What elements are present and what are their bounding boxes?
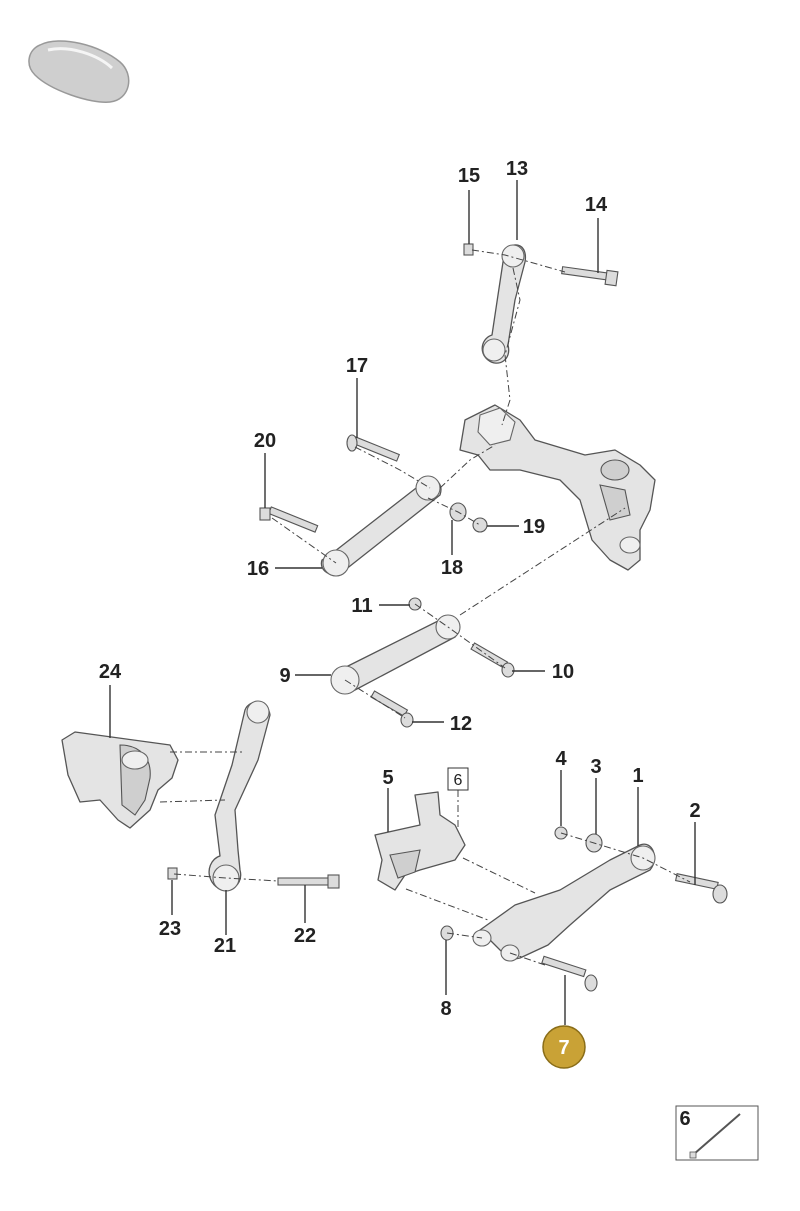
bolt-part-17 xyxy=(346,434,401,462)
inset-label: 6 xyxy=(679,1108,690,1130)
inset-part-6[interactable]: 6 xyxy=(675,1105,759,1161)
leader-lines xyxy=(109,180,696,1025)
bolt-part-2 xyxy=(674,873,728,904)
vehicle-thumbnail-icon xyxy=(28,40,130,103)
callout-16[interactable]: 16 xyxy=(247,558,269,580)
toe-link-part-9 xyxy=(330,614,461,695)
assembly-lines xyxy=(159,249,691,966)
callout-18[interactable]: 18 xyxy=(441,557,463,579)
callout-15[interactable]: 15 xyxy=(458,165,480,187)
callout-24[interactable]: 24 xyxy=(99,661,122,683)
callout-1[interactable]: 1 xyxy=(632,765,643,787)
callout-4[interactable]: 4 xyxy=(555,748,567,770)
callout-10[interactable]: 10 xyxy=(552,661,574,683)
callout-13[interactable]: 13 xyxy=(506,158,528,180)
callout-21[interactable]: 21 xyxy=(214,935,236,957)
highlighted-callout-7[interactable]: 7 xyxy=(542,1025,586,1069)
callout-12[interactable]: 12 xyxy=(450,713,472,735)
subframe-carrier xyxy=(459,404,656,571)
nut-part-15 xyxy=(463,243,474,256)
callout-22[interactable]: 22 xyxy=(294,925,316,947)
lower-control-arm-part-1 xyxy=(472,843,656,962)
bolt-part-22 xyxy=(277,874,340,889)
bracket-part-24 xyxy=(61,731,179,829)
boxed-reference-6[interactable]: 6 xyxy=(447,767,469,791)
nut-part-19 xyxy=(472,517,488,533)
callout-5[interactable]: 5 xyxy=(382,767,393,789)
callout-17[interactable]: 17 xyxy=(346,355,368,377)
bolt-part-20 xyxy=(259,506,319,533)
callout-8[interactable]: 8 xyxy=(440,998,451,1020)
callout-14[interactable]: 14 xyxy=(585,194,608,216)
callout-23[interactable]: 23 xyxy=(159,918,181,940)
callout-3[interactable]: 3 xyxy=(590,756,601,778)
bolt-part-14 xyxy=(561,266,619,287)
callout-19[interactable]: 19 xyxy=(523,516,545,538)
nut-part-23 xyxy=(167,867,178,880)
bolt-part-7 xyxy=(541,955,598,992)
lateral-link-part-16 xyxy=(320,475,442,577)
callout-20[interactable]: 20 xyxy=(254,430,276,452)
bolt-part-12 xyxy=(370,690,414,728)
callout-11[interactable]: 11 xyxy=(351,595,372,617)
boxed-reference-label: 6 xyxy=(454,772,463,789)
link-part-21 xyxy=(208,700,271,892)
shield-part-5 xyxy=(374,791,466,891)
bolt-part-10 xyxy=(470,642,515,678)
highlighted-callout-label: 7 xyxy=(558,1037,569,1059)
callout-2[interactable]: 2 xyxy=(689,800,700,822)
callout-9[interactable]: 9 xyxy=(279,665,290,687)
